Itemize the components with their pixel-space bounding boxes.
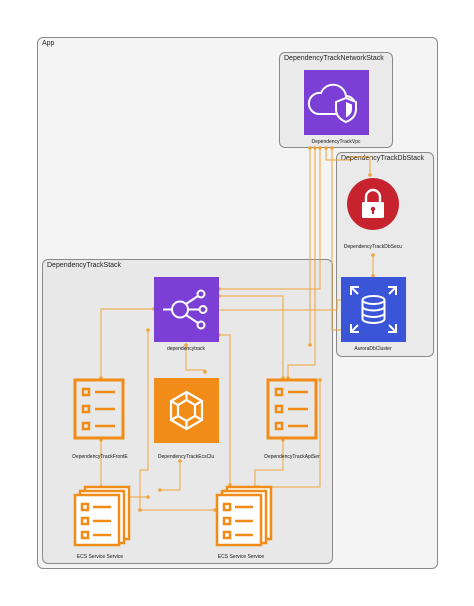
- db-stack-label: DependencyTrackDbStack: [341, 155, 425, 162]
- load-balancer-label: dependencytrack: [166, 346, 206, 352]
- task-definition-icon[interactable]: [73, 378, 125, 440]
- ecs-cluster-label: DependencyTrackEcsClu: [157, 454, 215, 460]
- api-task-definition-icon[interactable]: [266, 378, 318, 440]
- ecs-service-2-label: ECS Service Service: [217, 554, 265, 560]
- aurora-cluster-label: AuroraDbCluster: [354, 346, 392, 352]
- track-stack-label: DependencyTrackStack: [47, 262, 122, 269]
- ecs-service-1-label: ECS Service Service: [76, 554, 124, 560]
- db-secret-label: DependencyTrackDbSecu: [343, 244, 403, 250]
- network-stack-label: DependencyTrackNetworkStack: [284, 55, 384, 62]
- lock-icon[interactable]: [347, 178, 399, 230]
- front-task-label: DependencyTrackFrontE: [72, 454, 128, 460]
- load-balancer-icon[interactable]: [154, 277, 219, 342]
- ecs-cluster-icon[interactable]: [154, 378, 219, 443]
- ecs-service-icon[interactable]: [73, 485, 135, 547]
- vpc-icon[interactable]: [304, 70, 369, 135]
- api-task-label: DependencyTrackApiSer: [264, 454, 320, 460]
- ecs-service-icon[interactable]: [215, 485, 277, 547]
- database-icon[interactable]: [341, 277, 406, 342]
- app-group-label: App: [42, 40, 55, 47]
- vpc-label: DependencyTrackVpc: [311, 139, 361, 145]
